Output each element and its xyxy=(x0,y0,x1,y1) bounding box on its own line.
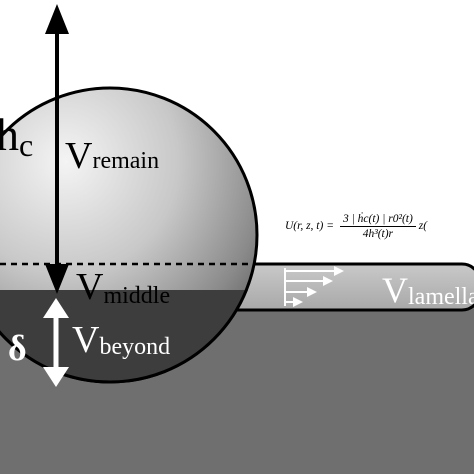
velocity-formula: U(r, z, t) = 3 | ḣc(t) | r0²(t) 4h³(t)r … xyxy=(285,206,474,246)
v-beyond-label: Vbeyond xyxy=(72,319,170,361)
velocity-profile xyxy=(284,266,344,307)
formula-denominator: 4h³(t)r xyxy=(362,227,394,240)
delta-label: δ xyxy=(8,328,27,368)
formula-fraction: 3 | ḣc(t) | r0²(t) 4h³(t)r xyxy=(339,213,416,240)
formula-tail: z( xyxy=(418,220,428,232)
hc-arrow-head-bottom xyxy=(45,264,69,294)
hc-label: hc xyxy=(0,109,33,163)
formula-numerator: 3 | ḣc(t) | r0²(t) xyxy=(339,213,416,227)
hc-arrow-head-top xyxy=(45,4,69,34)
v-remain-label: Vremain xyxy=(65,135,159,177)
delta-arrow-head-top xyxy=(43,298,69,318)
formula-lhs: U(r, z, t) = xyxy=(285,220,334,232)
v-middle-label: Vmiddle xyxy=(76,266,170,309)
delta-arrow-head-bottom xyxy=(43,367,69,387)
v-lamella-label: Vlamella xyxy=(382,270,474,310)
